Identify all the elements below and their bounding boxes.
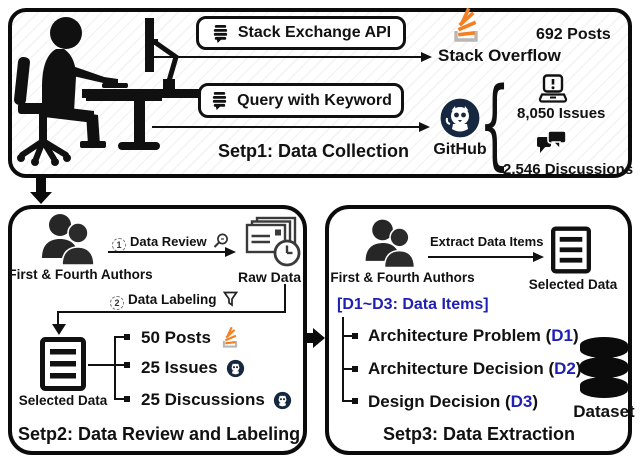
selected-data-label: Selected Data	[18, 393, 108, 408]
tree-branch	[342, 335, 353, 338]
query-keyword-box: Query with Keyword	[198, 83, 404, 118]
chat-stack-icon	[212, 91, 227, 110]
tree-node	[352, 332, 358, 339]
step2-to-step3-arrow	[303, 333, 315, 343]
selected-data-icon	[551, 226, 591, 274]
tree-branch	[114, 364, 125, 367]
discussions-icon	[537, 130, 567, 153]
tree-connector	[88, 364, 114, 367]
database-icon	[580, 337, 628, 398]
discussions-item: 25 Discussions	[141, 390, 292, 410]
step1-title: Setp1: Data Collection	[218, 141, 410, 161]
tree-node	[352, 397, 358, 404]
filter-icon	[223, 291, 239, 307]
authors-label: First & Fourth Authors	[330, 270, 475, 285]
chat-stack-icon	[213, 24, 228, 43]
arrowhead	[419, 121, 430, 132]
review-arrow	[108, 251, 226, 254]
step1-to-step2-arrow	[36, 178, 46, 194]
selected-data-icon	[40, 337, 86, 391]
data-item-d2: Architecture Decision (D2)	[368, 359, 582, 378]
tree-branch	[114, 336, 125, 339]
authors-label: First & Fourth Authors	[8, 267, 153, 282]
tree-node	[352, 365, 358, 372]
dataset-label: Dataset	[573, 402, 635, 421]
connector	[57, 311, 60, 326]
stackoverflow-label: Stack Overflow	[438, 46, 561, 65]
authors-icon	[42, 214, 95, 266]
data-item-d1: Architecture Problem (D1)	[368, 326, 579, 345]
connector	[57, 311, 286, 314]
issues-item: 25 Issues	[141, 358, 245, 378]
posts-item: 50 Posts	[141, 327, 241, 349]
arrowhead	[51, 324, 66, 335]
tree-trunk	[114, 337, 117, 400]
extract-label: Extract Data Items	[430, 234, 544, 249]
data-items-header: [D1~D3: Data Items]	[337, 296, 489, 313]
arrowhead	[421, 51, 432, 62]
selected-data-label: Selected Data	[528, 277, 618, 292]
stack-exchange-api-box: Stack Exchange API	[196, 16, 406, 50]
tree-branch	[342, 400, 353, 403]
github-icon	[273, 391, 291, 409]
issues-count: 8,050 Issues	[517, 105, 606, 122]
d1-code: D1	[551, 326, 573, 345]
step-1-circle: 1	[112, 238, 126, 252]
connector	[284, 284, 287, 313]
tree-branch	[342, 368, 353, 371]
github-brace: {	[479, 67, 511, 181]
github-label: GitHub	[433, 141, 487, 158]
extract-arrow	[428, 256, 534, 259]
raw-data-icon	[245, 216, 301, 267]
tree-node	[124, 361, 130, 368]
step-2-circle: 2	[110, 296, 124, 310]
step3-title: Setp3: Data Extraction	[382, 424, 576, 444]
arrow-to-stackoverflow	[152, 56, 422, 59]
stackoverflow-icon	[454, 8, 478, 42]
arrowhead	[313, 328, 325, 348]
raw-data-label: Raw Data	[238, 269, 302, 285]
github-icon	[439, 97, 481, 139]
tree-trunk	[342, 317, 345, 402]
arrowhead	[533, 251, 544, 262]
authors-icon	[365, 219, 416, 269]
tree-node	[124, 395, 130, 402]
issue-icon	[538, 74, 568, 103]
query-keyword-label: Query with Keyword	[237, 91, 392, 109]
arrowhead	[225, 246, 236, 257]
stackoverflow-icon	[222, 327, 238, 348]
step2-title: Setp2: Data Review and Labeling	[18, 424, 301, 444]
person-at-computer-icon	[14, 17, 204, 166]
magnifier-icon	[214, 233, 229, 248]
d3-code: D3	[510, 392, 533, 411]
tree-branch	[114, 398, 125, 401]
arrowhead	[30, 192, 52, 204]
d2-code: D2	[554, 359, 576, 378]
data-item-d3: Design Decision (D3)	[368, 392, 539, 411]
github-icon	[226, 359, 244, 377]
arrow-to-github	[152, 126, 420, 129]
discussions-count: 2,546 Discussions	[503, 161, 634, 178]
stack-exchange-api-label: Stack Exchange API	[237, 24, 392, 41]
tree-node	[124, 333, 130, 340]
posts-count: 692 Posts	[536, 26, 611, 43]
